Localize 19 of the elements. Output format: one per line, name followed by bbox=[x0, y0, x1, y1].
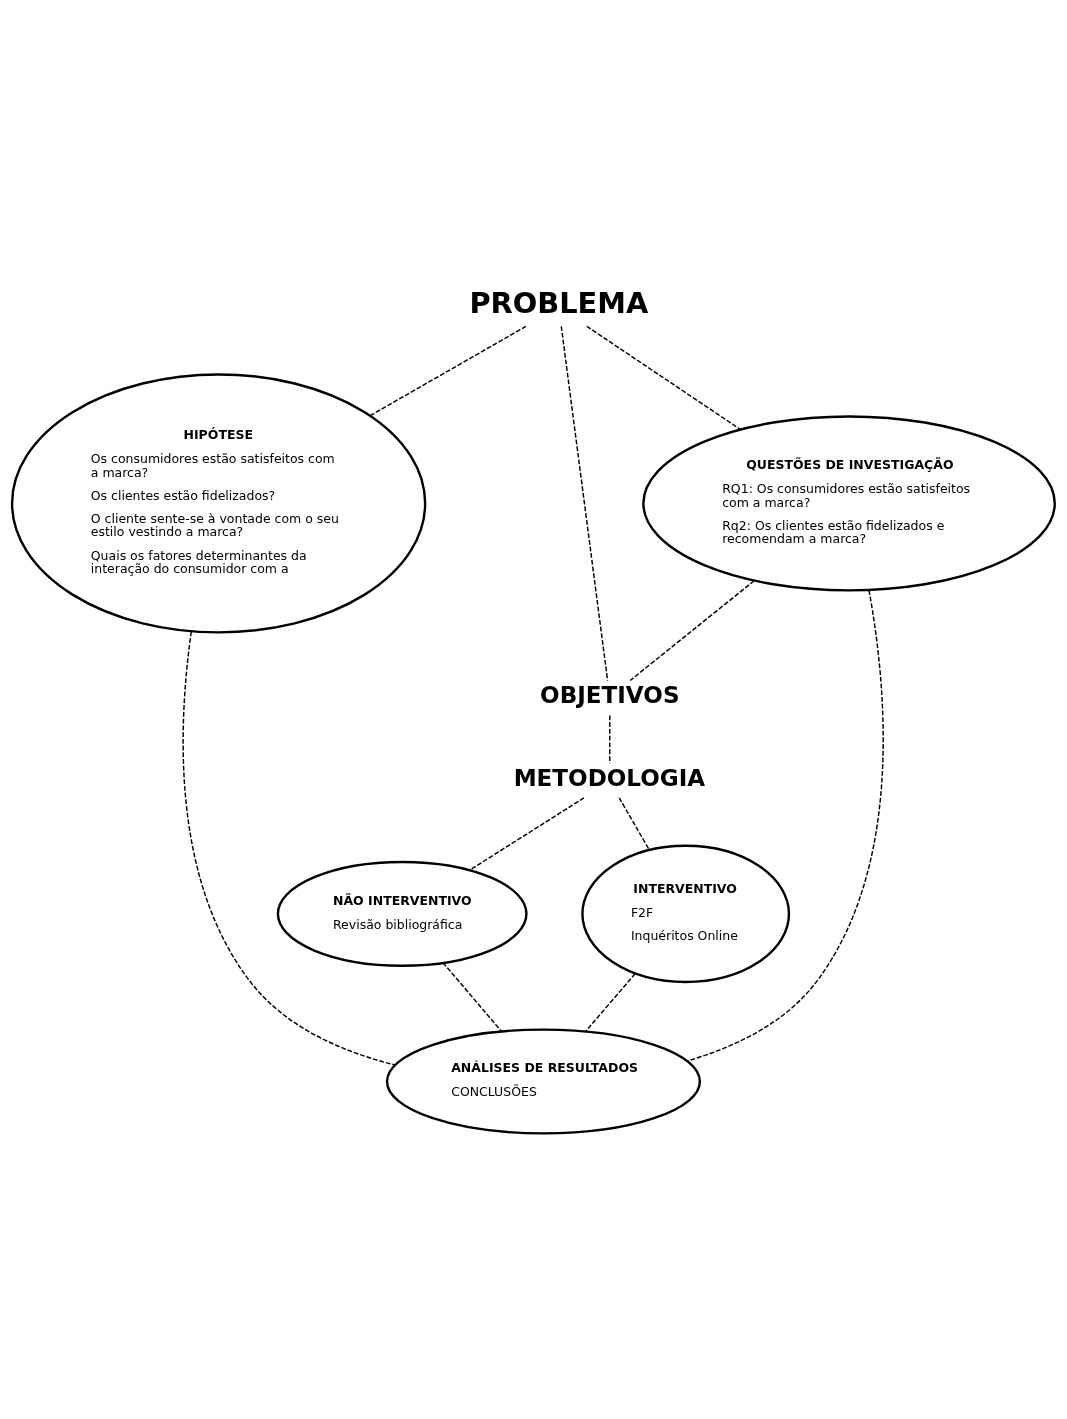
node-ellipse: INTERVENTIVO F2F Inquéritos Online bbox=[581, 844, 791, 983]
connector bbox=[182, 630, 396, 1066]
node-ellipse: ANÁLISES DE RESULTADOS CONCLUSÕES bbox=[385, 1027, 702, 1135]
node-ellipse: QUESTÕES DE INVESTIGAÇÃO RQ1: Os consumidores estão satisfeitos com a marca? Rq2: Os clientes estão fidelizados e recomendam a marca? bbox=[642, 414, 1056, 592]
node-ellipse: HIPÓTESE Os consumidores estão satisfeitos com a marca? Os clientes estão fidelizados? O cliente sente-se à vontade com o seu estilo vestindo a marca? Quais os fatores determinantes da interação do consumidor com a bbox=[10, 372, 427, 634]
node-ellipse: NÃO INTERVENTIVO Revisão bibliográfica bbox=[276, 860, 528, 967]
connector bbox=[584, 972, 636, 1032]
connector bbox=[468, 796, 585, 871]
node-text: PROBLEMA bbox=[469, 285, 649, 320]
connector bbox=[586, 325, 742, 430]
node-text: OBJETIVOS bbox=[540, 681, 680, 708]
node-text: METODOLOGIA bbox=[513, 764, 706, 791]
connector bbox=[369, 325, 527, 416]
connector bbox=[618, 796, 651, 851]
connector bbox=[686, 589, 884, 1062]
connector bbox=[609, 714, 611, 764]
connector bbox=[629, 579, 755, 681]
connector bbox=[442, 961, 503, 1032]
connector bbox=[560, 325, 609, 681]
